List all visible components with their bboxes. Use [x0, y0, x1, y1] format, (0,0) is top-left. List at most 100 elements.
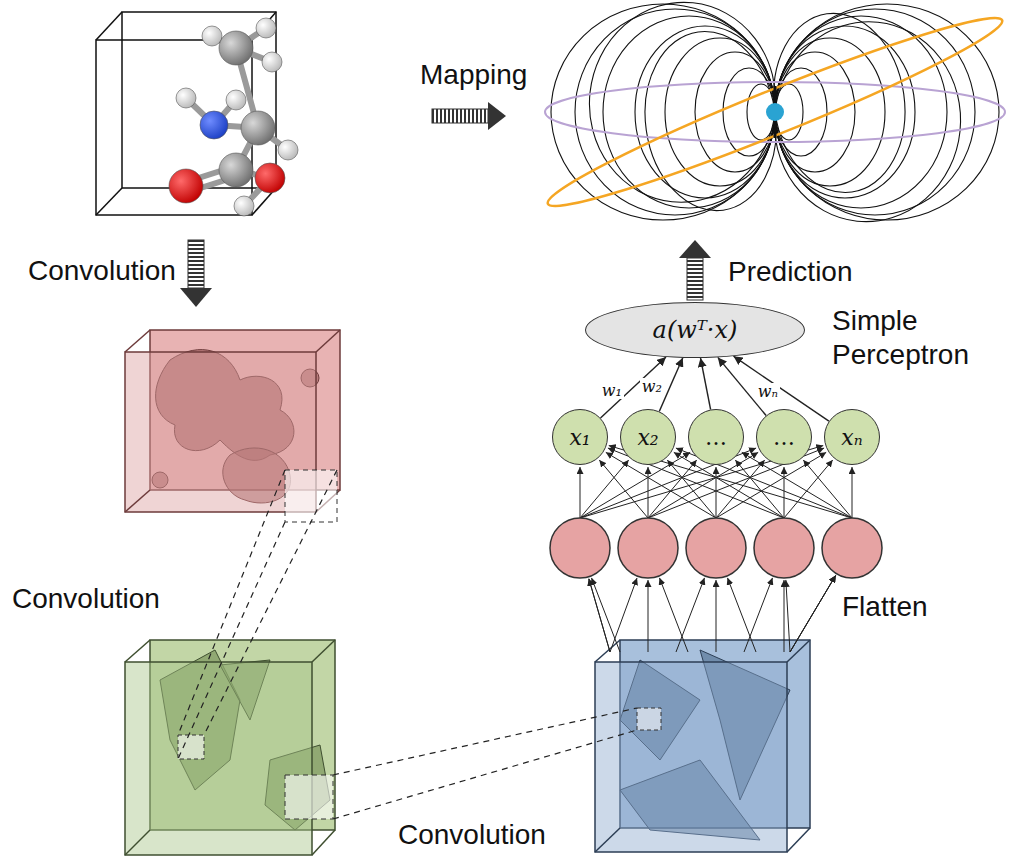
cube-edge — [125, 490, 150, 512]
node-text: xₙ — [841, 425, 862, 450]
dense-line — [735, 460, 784, 518]
flatten-line — [659, 578, 688, 652]
flatten-line — [790, 575, 836, 652]
nucleus-dot — [766, 103, 784, 121]
input-neuron: … — [756, 409, 812, 465]
node-text: … — [773, 425, 795, 450]
step-label: Convolution — [28, 254, 176, 288]
flatten-line — [716, 580, 717, 652]
step-label: Convolution — [398, 818, 546, 852]
hydrogen-atom — [278, 140, 298, 160]
arrow-shaft — [687, 258, 703, 300]
field-loop — [575, 9, 775, 215]
flatten-line — [591, 578, 620, 652]
weight-connector — [601, 357, 667, 418]
flatten-neuron — [822, 518, 882, 578]
nitrogen-atom — [200, 111, 228, 139]
dense-line — [716, 467, 717, 518]
flatten-line — [744, 578, 773, 652]
dashed-line — [178, 470, 285, 735]
cube-edge — [125, 640, 150, 662]
field-loop — [580, 0, 786, 211]
box-edge — [96, 12, 122, 40]
field-loop — [695, 52, 775, 172]
dashed-line — [178, 522, 285, 759]
node-text: … — [705, 425, 727, 450]
dense-line — [852, 467, 853, 518]
dense-line — [784, 467, 785, 518]
step-label: Convolution — [12, 582, 160, 616]
arrow-head — [180, 288, 212, 307]
node-text: x₁ — [569, 425, 590, 450]
weight-label: wₙ — [756, 383, 780, 401]
input-neuron: x₂ — [620, 409, 676, 465]
cube-edge — [125, 830, 150, 855]
cube-edge — [316, 330, 340, 352]
dense-line — [648, 467, 649, 518]
flatten-line — [786, 580, 790, 652]
field-loop — [775, 16, 947, 208]
node-text: x₂ — [637, 425, 658, 450]
flatten-line — [784, 580, 785, 652]
cube-front — [125, 662, 312, 855]
oxygen-atom — [255, 163, 285, 193]
convolution-arrow — [180, 240, 212, 307]
field-loop — [775, 26, 915, 198]
receptive-field-lines — [178, 470, 637, 819]
hydrogen-atom — [226, 90, 246, 110]
blue-feature-cube — [595, 640, 810, 852]
equator-ring — [545, 82, 1005, 142]
field-loop — [775, 9, 975, 215]
molecule-box — [96, 12, 276, 215]
flatten-line — [676, 578, 705, 652]
weight-label: w₂ — [640, 378, 664, 396]
prediction-arrow — [679, 240, 711, 300]
flatten-neuron — [754, 518, 814, 578]
oxygen-atom — [169, 169, 203, 203]
box-back — [122, 12, 276, 188]
kernel-window — [285, 470, 337, 522]
dense-line — [716, 460, 765, 518]
flatten-neuron — [686, 518, 746, 578]
cube-edge — [787, 828, 810, 852]
carbon-atom — [241, 111, 275, 145]
field-loop — [551, 4, 775, 220]
flatten-line — [610, 578, 637, 652]
dense-line — [580, 460, 629, 518]
arrow-label: Prediction — [728, 255, 853, 289]
carbon-atom — [219, 153, 253, 187]
carbon-atom — [219, 31, 253, 65]
activation-ellipse: a(wᵀ·x) — [585, 302, 805, 358]
dense-line — [667, 460, 716, 518]
mapping-arrow — [432, 102, 506, 130]
dense-line — [606, 452, 716, 518]
input-neuron: xₙ — [824, 409, 880, 465]
flatten-line — [589, 579, 610, 652]
hydrogen-atom — [202, 26, 222, 46]
field-loop — [603, 16, 775, 208]
node-text: a(wᵀ·x) — [653, 316, 738, 344]
kernel-window — [285, 775, 333, 819]
field-loop — [775, 4, 999, 220]
cube-edge — [125, 330, 150, 352]
cube-edge — [595, 828, 620, 852]
tilted-ring — [540, 0, 1011, 224]
dense-line — [674, 452, 784, 518]
layer-label: Flatten — [842, 590, 928, 624]
box-edge — [96, 188, 122, 215]
hydrogen-atom — [256, 18, 276, 38]
dense-line — [599, 460, 648, 518]
weight-label: w₁ — [600, 382, 624, 400]
cube-edge — [312, 830, 335, 855]
flatten-line — [790, 575, 836, 652]
layer-label: Simple Perceptron — [832, 304, 1012, 371]
field-loop — [635, 26, 775, 198]
weight-connector — [701, 358, 711, 410]
field-lines — [551, 0, 999, 231]
flatten-line — [727, 578, 756, 652]
network-lines — [580, 446, 852, 652]
input-neuron: x₁ — [552, 409, 608, 465]
flatten-neurons — [550, 518, 882, 578]
dense-line — [648, 460, 697, 518]
flatten-neuron — [618, 518, 678, 578]
